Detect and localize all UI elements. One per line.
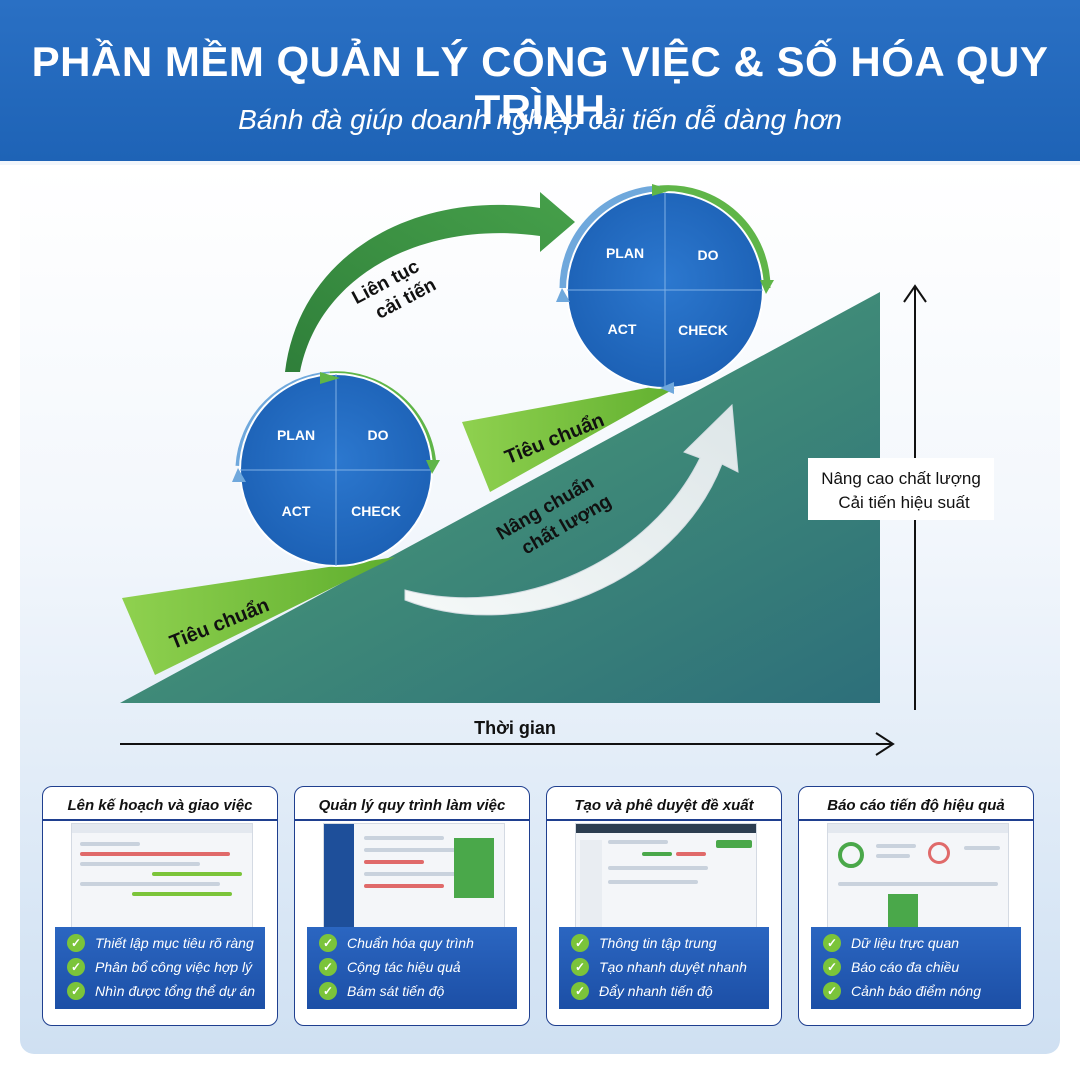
result-line2: Cải tiến hiệu suất: [838, 493, 970, 512]
check-circle-icon: ✓: [67, 958, 85, 976]
card-divider: [295, 819, 529, 821]
check-circle-icon: ✓: [571, 958, 589, 976]
app-screenshot-approvals: [575, 823, 757, 935]
card-workflow: Quản lý quy trình làm việc ✓ Chuẩn hóa q…: [294, 786, 530, 1026]
check-circle-icon: ✓: [319, 982, 337, 1000]
lower-do-label: DO: [368, 427, 389, 443]
check-circle-icon: ✓: [571, 982, 589, 1000]
card-feature-panel: ✓ Thông tin tập trung ✓ Tạo nhanh duyệt …: [559, 927, 769, 1009]
check-circle-icon: ✓: [823, 934, 841, 952]
card-feature-panel: ✓ Dữ liệu trực quan ✓ Báo cáo đa chiều ✓…: [811, 927, 1021, 1009]
app-screenshot-dashboard: [827, 823, 1009, 935]
result-line1: Nâng cao chất lượng: [821, 469, 981, 488]
continuous-improvement-arrow: [285, 192, 575, 372]
upper-act-label: ACT: [608, 321, 637, 337]
app-screenshot-gantt: [71, 823, 253, 935]
check-circle-icon: ✓: [67, 934, 85, 952]
pdca-wheel-upper: PLAN DO ACT CHECK: [556, 184, 774, 394]
lower-check-label: CHECK: [351, 503, 401, 519]
check-circle-icon: ✓: [319, 934, 337, 952]
x-axis-label: Thời gian: [474, 718, 556, 738]
page-subtitle: Bánh đà giúp doanh nghiệp cải tiến dễ dà…: [238, 104, 842, 135]
quality-ramp: [120, 292, 880, 703]
lower-plan-label: PLAN: [277, 427, 315, 443]
pdca-wheel-lower: PLAN DO ACT CHECK: [232, 371, 440, 567]
header-banner: PHẦN MỀM QUẢN LÝ CÔNG VIỆC & SỐ HÓA QUY …: [0, 0, 1080, 165]
check-circle-icon: ✓: [823, 958, 841, 976]
x-axis-arrowhead: [875, 732, 895, 756]
page-title: PHẦN MỀM QUẢN LÝ CÔNG VIỆC & SỐ HÓA QUY …: [31, 38, 1049, 133]
y-axis-arrowhead: [903, 284, 927, 303]
check-circle-icon: ✓: [823, 982, 841, 1000]
card-planning: Lên kế hoạch và giao việc ✓ Thiết lập mụ…: [42, 786, 278, 1026]
upper-plan-label: PLAN: [606, 245, 644, 261]
upper-do-label: DO: [698, 247, 719, 263]
upper-check-label: CHECK: [678, 322, 728, 338]
card-title: Lên kế hoạch và giao việc: [67, 797, 253, 814]
standard-wedge-upper: [462, 380, 690, 492]
result-box: [808, 458, 994, 520]
pdca-ramp-diagram: PLAN DO ACT CHECK PLAN DO ACT CHECK Liên…: [120, 184, 994, 756]
card-divider: [799, 819, 1033, 821]
card-title: Tạo và phê duyệt đề xuất: [574, 797, 754, 814]
card-title: Báo cáo tiến độ hiệu quả: [827, 797, 1005, 814]
check-circle-icon: ✓: [319, 958, 337, 976]
card-reports: Báo cáo tiến độ hiệu quả ✓ Dữ liệu trực …: [798, 786, 1034, 1026]
standard-wedge-lower: [122, 557, 395, 675]
card-feature-panel: ✓ Chuẩn hóa quy trình ✓ Cộng tác hiệu qu…: [307, 927, 517, 1009]
raise-standard-arrow: [404, 403, 739, 616]
check-circle-icon: ✓: [571, 934, 589, 952]
app-screenshot-workflow: [323, 823, 505, 936]
lower-act-label: ACT: [282, 503, 311, 519]
card-feature-panel: ✓ Thiết lập mục tiêu rõ ràng ✓ Phân bổ c…: [55, 927, 265, 1009]
card-title: Quản lý quy trình làm việc: [318, 797, 506, 814]
card-proposals: Tạo và phê duyệt đề xuất ✓ Thông tin tập…: [546, 786, 782, 1026]
card-divider: [547, 819, 781, 821]
check-circle-icon: ✓: [67, 982, 85, 1000]
card-divider: [43, 819, 277, 821]
